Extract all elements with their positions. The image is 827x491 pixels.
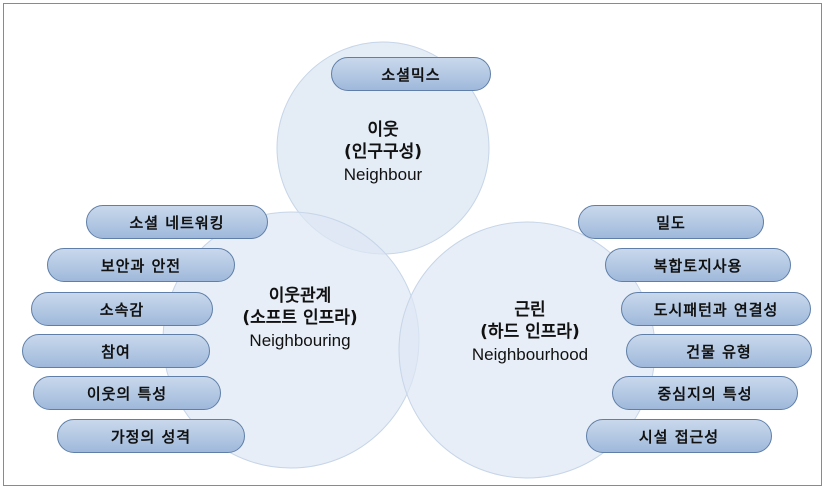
label-neighbourhood: 근린 (하드 인프라) Neighbourhood — [440, 300, 620, 365]
item-right-3: 도시패턴과 연결성 — [621, 292, 811, 326]
neighbouring-title-en: Neighbouring — [249, 330, 351, 350]
neighbour-subtitle-ko: (인구구성) — [343, 141, 423, 162]
item-right-1: 밀도 — [578, 205, 764, 239]
item-right-5: 중심지의 특성 — [612, 376, 798, 410]
neighbourhood-title-en: Neighbourhood — [471, 344, 589, 364]
item-left-3: 소속감 — [31, 292, 213, 326]
item-social-mix: 소셜믹스 — [331, 57, 491, 91]
item-left-1: 소셜 네트워킹 — [86, 205, 268, 239]
neighbouring-subtitle-ko: (소프트 인프라) — [242, 307, 358, 328]
label-neighbour: 이웃 (인구구성) Neighbour — [303, 120, 463, 185]
neighbouring-title-ko: 이웃관계 — [268, 286, 332, 306]
item-left-6: 가정의 성격 — [57, 419, 245, 453]
neighbour-title-en: Neighbour — [343, 164, 423, 184]
item-right-6: 시설 접근성 — [586, 419, 772, 453]
item-right-2: 복합토지사용 — [605, 248, 791, 282]
item-left-5: 이웃의 특성 — [33, 376, 221, 410]
neighbourhood-subtitle-ko: (하드 인프라) — [480, 321, 580, 342]
item-left-4: 참여 — [22, 334, 210, 368]
item-right-4: 건물 유형 — [626, 334, 812, 368]
item-left-2: 보안과 안전 — [47, 248, 235, 282]
label-neighbouring: 이웃관계 (소프트 인프라) Neighbouring — [200, 286, 400, 351]
neighbourhood-title-ko: 근린 — [514, 300, 546, 320]
neighbour-title-ko: 이웃 — [367, 120, 399, 140]
